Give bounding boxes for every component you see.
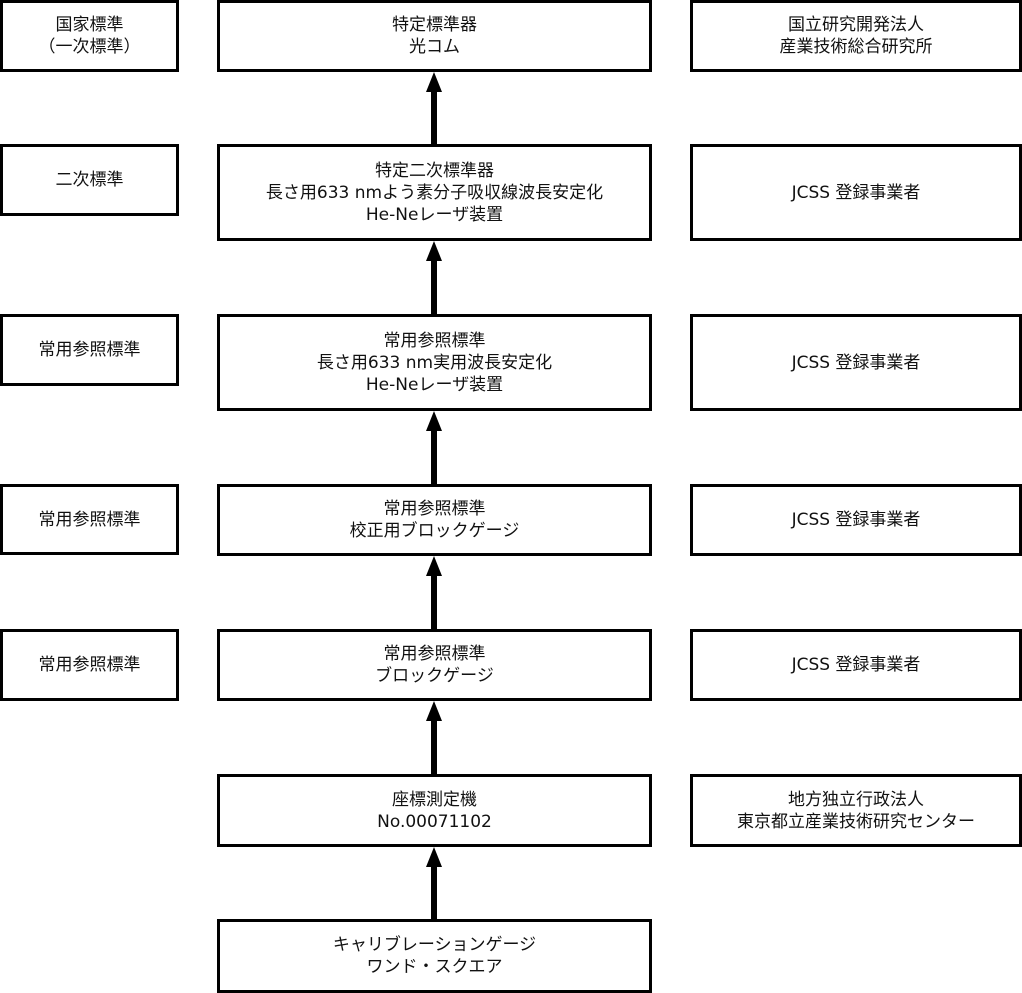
category-box-reference-standard: 常用参照標準 <box>0 629 179 701</box>
holder-label: 地方独立行政法人 <box>788 789 924 810</box>
standard-label: He-Neレーザ装置 <box>365 204 504 225</box>
standard-label: 常用参照標準 <box>383 499 486 519</box>
holder-label: JCSS 登録事業者 <box>791 655 921 675</box>
standard-label: キャリブレーションゲージ <box>332 935 537 955</box>
standard-label: 長さ用633 nmよう素分子吸収線波長安定化 <box>265 182 604 203</box>
standard-label: No.00071102 <box>377 811 492 832</box>
standard-label: He-Neレーザ装置 <box>365 374 504 395</box>
category-box-national-standard: 国家標準 （一次標準） <box>0 0 179 72</box>
category-label: （一次標準） <box>38 37 141 57</box>
standard-box-optical-comb: 特定標準器 光コム <box>217 0 652 72</box>
holder-label: JCSS 登録事業者 <box>791 352 921 373</box>
standard-label: 特定標準器 <box>392 15 477 35</box>
standard-label: 常用参照標準 <box>383 330 486 351</box>
category-label: 二次標準 <box>55 170 124 190</box>
standard-label: 特定二次標準器 <box>375 160 494 181</box>
traceability-arrow <box>426 72 442 144</box>
traceability-arrow <box>426 556 442 629</box>
standard-box-practical-laser: 常用参照標準 長さ用633 nm実用波長安定化 He-Neレーザ装置 <box>217 314 652 411</box>
standard-label: 光コム <box>409 37 460 57</box>
traceability-arrow <box>426 411 442 484</box>
holder-label: JCSS 登録事業者 <box>791 182 921 203</box>
standard-label: ワンド・スクエア <box>366 957 503 977</box>
category-label: 国家標準 <box>55 15 124 35</box>
holder-label: JCSS 登録事業者 <box>791 510 921 530</box>
holder-box-aist: 国立研究開発法人 産業技術総合研究所 <box>690 0 1022 72</box>
category-box-reference-standard: 常用参照標準 <box>0 484 179 555</box>
holder-box-jcss: JCSS 登録事業者 <box>690 314 1022 411</box>
holder-box-jcss: JCSS 登録事業者 <box>690 144 1022 241</box>
holder-label: 東京都立産業技術研究センター <box>737 811 975 832</box>
standard-label: 校正用ブロックゲージ <box>349 521 520 541</box>
standard-label: 常用参照標準 <box>383 644 486 664</box>
holder-box-tiri: 地方独立行政法人 東京都立産業技術研究センター <box>690 774 1022 847</box>
traceability-arrow <box>426 701 442 774</box>
holder-box-jcss: JCSS 登録事業者 <box>690 484 1022 556</box>
holder-label: 国立研究開発法人 <box>788 15 924 35</box>
traceability-arrow <box>426 241 442 314</box>
category-label: 常用参照標準 <box>38 655 141 675</box>
category-box-secondary-standard: 二次標準 <box>0 144 179 216</box>
standard-label: ブロックゲージ <box>375 666 494 686</box>
category-label: 常用参照標準 <box>38 509 141 530</box>
standard-label: 長さ用633 nm実用波長安定化 <box>316 352 553 373</box>
standard-box-calibration-gauge: キャリブレーションゲージ ワンド・スクエア <box>217 919 652 993</box>
category-box-reference-standard: 常用参照標準 <box>0 314 179 386</box>
standard-label: 座標測定機 <box>392 789 477 810</box>
standard-box-gauge-block: 常用参照標準 ブロックゲージ <box>217 629 652 701</box>
holder-box-jcss: JCSS 登録事業者 <box>690 629 1022 701</box>
standard-box-cmm: 座標測定機 No.00071102 <box>217 774 652 847</box>
traceability-arrow <box>426 847 442 919</box>
standard-box-calibration-gauge-block: 常用参照標準 校正用ブロックゲージ <box>217 484 652 556</box>
category-label: 常用参照標準 <box>38 340 141 360</box>
holder-label: 産業技術総合研究所 <box>779 37 933 57</box>
standard-box-iodine-laser: 特定二次標準器 長さ用633 nmよう素分子吸収線波長安定化 He-Neレーザ装… <box>217 144 652 241</box>
